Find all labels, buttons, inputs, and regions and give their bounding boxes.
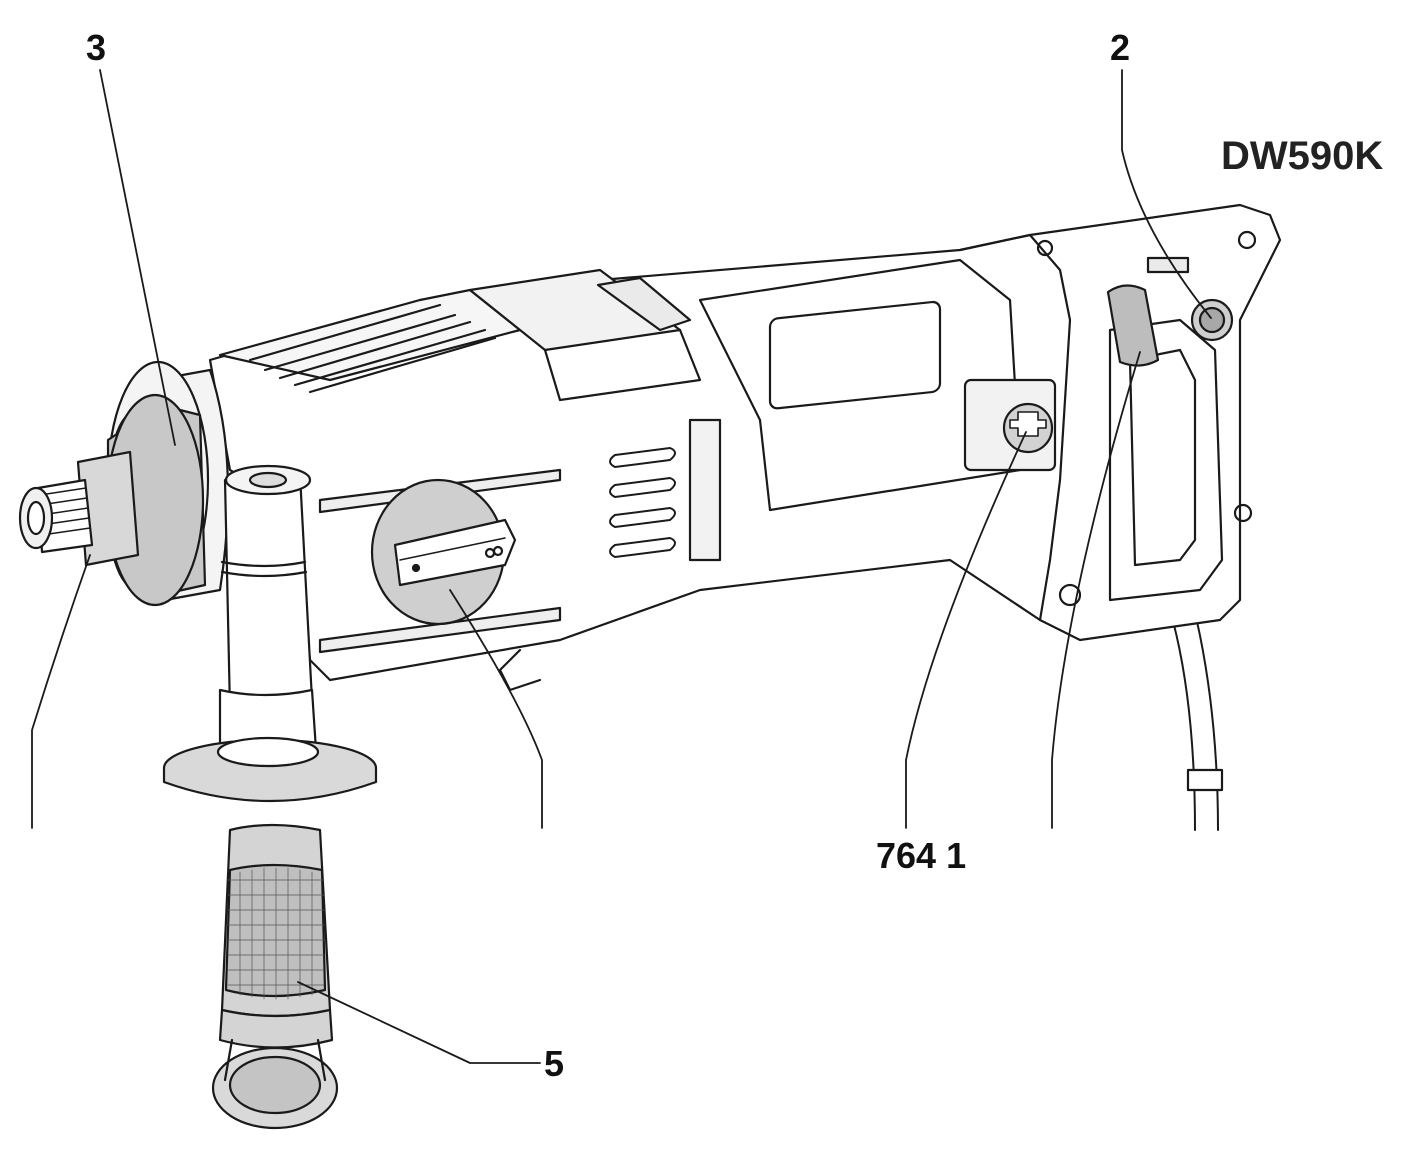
lock-button — [1190, 298, 1234, 342]
model-label: DW590K — [1221, 134, 1384, 178]
spindle-collar — [18, 360, 230, 607]
leader-lines — [31, 69, 1212, 1064]
side-handle — [162, 464, 378, 1130]
trigger-switch — [1106, 284, 1160, 367]
mode-selector-knob — [370, 478, 517, 626]
callout-2: 2 — [1110, 27, 1131, 68]
callout-3: 3 — [86, 27, 107, 68]
callout-764-1: 764 1 — [876, 835, 967, 876]
rear-handle — [958, 230, 1257, 622]
brush-cap — [963, 378, 1057, 472]
power-cord — [1169, 599, 1224, 831]
callout-5: 5 — [544, 1043, 565, 1084]
